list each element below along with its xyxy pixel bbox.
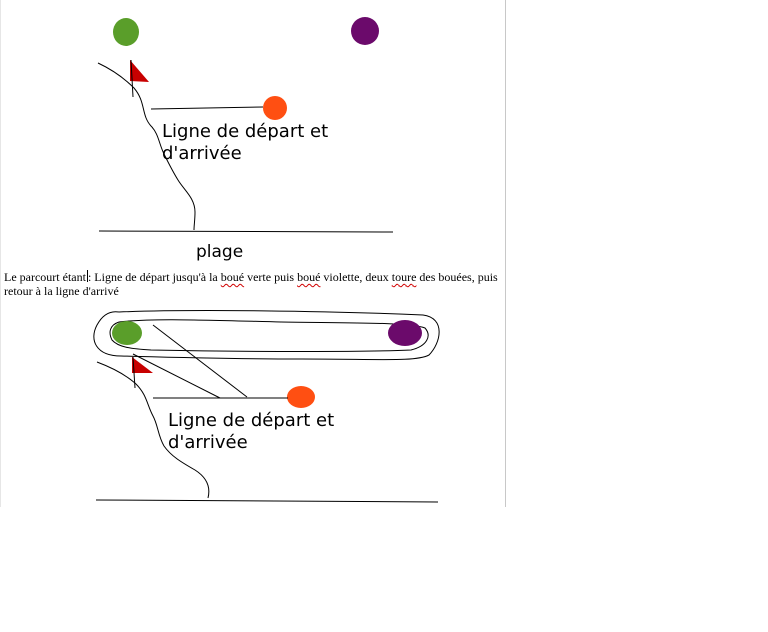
start-finish-label-line-2: d'arrivée [162, 143, 242, 164]
start-finish-label-line-1: Ligne de départ et [168, 410, 335, 431]
text-cursor [86, 270, 88, 282]
misspelled-word: toure [391, 270, 417, 284]
course-loop-path [93, 310, 440, 361]
shoreline [96, 361, 210, 499]
green-buoy [112, 321, 142, 345]
start-flag [130, 60, 149, 82]
text-segment: verte puis [244, 270, 298, 284]
start-finish-label: Ligne de départ et d'arrivée [168, 410, 334, 454]
route-line-from-flag [132, 353, 221, 399]
text-segment: : Ligne de départ jusqu'à la [87, 270, 221, 284]
course-diagram-route [93, 310, 440, 503]
misspelled-word: boué [297, 270, 321, 284]
purple-buoy [351, 17, 379, 45]
beach-label: plage [196, 242, 244, 262]
beach-line [98, 230, 394, 233]
misspelled-word: boué [220, 270, 245, 284]
orange-buoy [263, 96, 287, 120]
start-finish-line [150, 106, 264, 110]
start-finish-label-line-2: d'arrivée [168, 432, 248, 453]
start-flag [132, 357, 153, 373]
text-segment: Le parcourt étant [4, 270, 86, 284]
shoreline [97, 62, 196, 231]
start-finish-label-line-1: Ligne de départ et [162, 121, 329, 142]
flag-pole [130, 59, 134, 98]
green-buoy [113, 18, 139, 46]
course-loop-inner [109, 319, 429, 352]
purple-buoy [388, 320, 422, 346]
document-page: Ligne de départ et d'arrivée plage Le pa… [0, 0, 506, 507]
text-segment: violette, deux [320, 270, 392, 284]
start-finish-label: Ligne de départ et d'arrivée [162, 121, 328, 165]
beach-line [95, 499, 439, 503]
route-line-to-buoy [152, 324, 248, 398]
course-diagram-initial [97, 17, 394, 233]
orange-buoy [287, 386, 315, 408]
course-description: Le parcourt étant: Ligne de départ jusqu… [4, 270, 504, 298]
text-segment: des bouées, puis retour à la ligne d'arr… [4, 270, 498, 298]
